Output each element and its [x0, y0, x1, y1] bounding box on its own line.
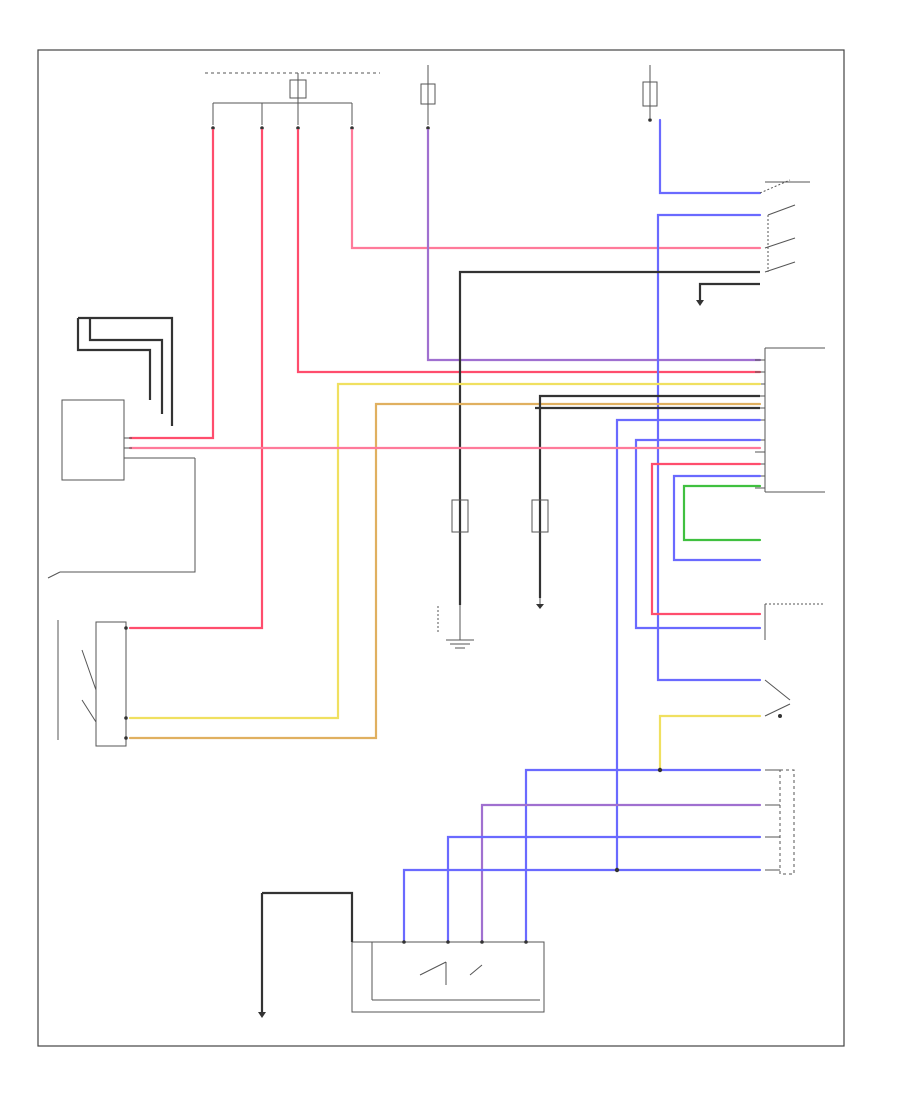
- wire-gray-bus: [458, 270, 760, 605]
- fuse-block: [205, 72, 380, 130]
- wire-pink-1: [350, 128, 762, 250]
- hot-at-all-times-fuse: [642, 65, 658, 122]
- fuse-output-wires: [128, 118, 762, 630]
- wire-orange-1: [128, 402, 762, 740]
- wire-gray-branch: [698, 282, 760, 300]
- rear-lamp-module: [351, 940, 545, 1013]
- ground-arrow: [696, 300, 704, 306]
- front-sensor: [764, 679, 791, 718]
- hot-in-run-fuse: [420, 65, 436, 130]
- wire-blue-2: [615, 418, 762, 872]
- wire-purple-2: [480, 803, 762, 942]
- wire-yellow-1: [128, 382, 762, 720]
- wire-green-1: [682, 484, 762, 542]
- flasher-relay: [437, 499, 549, 649]
- hazard-switch: [57, 620, 128, 747]
- ground-points: [258, 891, 354, 1018]
- wire-blue-4: [672, 474, 762, 562]
- wire-blue-7: [402, 868, 762, 942]
- turn-signal-module: [47, 316, 196, 579]
- wire-purple-1: [426, 128, 762, 362]
- wire-black-1: [538, 394, 760, 598]
- wire-blue-3: [634, 438, 762, 630]
- right-top-switches: [759, 179, 810, 273]
- diagram-border: [37, 49, 845, 1047]
- rear-sensor-wires: [402, 768, 762, 942]
- wire-yellow-2: [658, 714, 762, 772]
- rear-sensor: [765, 769, 795, 875]
- body-module-wires: [128, 382, 762, 872]
- wire-red-1: [128, 128, 215, 440]
- wire-blue-6: [446, 835, 762, 942]
- wire-red-3: [296, 128, 762, 374]
- instrument-cluster: [764, 603, 825, 640]
- wire-red-2: [128, 128, 264, 630]
- wire-red-4: [650, 462, 762, 616]
- wire-blue-top: [658, 118, 762, 195]
- wire-blue-5: [524, 768, 762, 942]
- body-control-module: [755, 347, 825, 493]
